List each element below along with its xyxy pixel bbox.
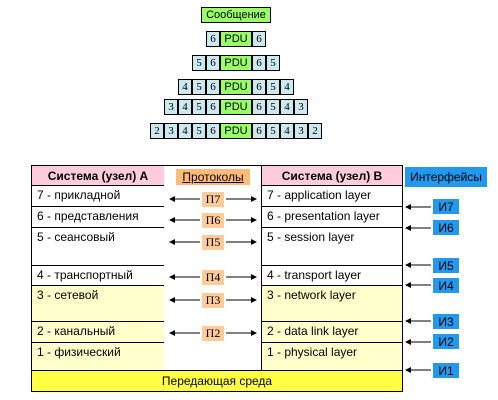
trailer-number-right: 6 [252,123,266,139]
trailer-number-right: 5 [266,55,280,71]
pdu-label: PDU [220,79,252,95]
protocol-p2: П2 [202,326,224,341]
protocol-p7: П7 [202,192,224,207]
trailer-number-right: 5 [266,123,280,139]
pdu-label: PDU [220,123,252,139]
system-a-layer-6: 6 - представления [32,207,164,228]
trailer-number-right: 6 [252,31,266,47]
trailer-number-right: 4 [280,79,294,95]
trailer-number-right: 5 [266,99,280,115]
interface-i6: И6 [433,220,459,235]
header-number-left: 5 [192,79,206,95]
header-number-left: 4 [178,99,192,115]
system-a-layer-4: 4 - транспортный [32,266,164,286]
system-b-layer-4: 4 - transport layer [262,266,402,286]
header-number-left: 6 [206,123,220,139]
header-number-left: 5 [192,55,206,71]
trailer-number-right: 2 [308,123,322,139]
interface-i3: И3 [433,314,459,329]
system-b-layer-3: 3 - network layer [262,286,402,322]
interface-i4: И4 [433,278,459,293]
system-a-layer-1: 1 - физический [32,343,164,370]
system-b-layer-2: 2 - data link layer [262,322,402,343]
transmission-medium: Передающая среда [31,370,403,392]
header-number-left: 4 [178,79,192,95]
system-b-title: Система (узел) В [262,166,402,186]
system-a-layer-7: 7 - прикладной [32,186,164,207]
trailer-number-right: 3 [294,123,308,139]
trailer-number-right: 6 [252,99,266,115]
interface-i1: И1 [433,363,459,378]
header-number-left: 3 [164,99,178,115]
system-b-layer-5: 5 - session layer [262,228,402,266]
protocol-arrows [169,196,257,336]
protocol-p5: П5 [202,235,224,250]
header-number-left: 6 [206,79,220,95]
trailer-number-right: 4 [280,99,294,115]
header-number-left: 4 [178,123,192,139]
message-label: Сообщение [201,7,271,23]
trailer-number-right: 3 [294,99,308,115]
interface-i2: И2 [433,334,459,349]
trailer-number-right: 4 [280,123,294,139]
system-a-layer-3: 3 - сетевой [32,286,164,322]
pdu-label: PDU [220,99,252,115]
interface-i7: И7 [433,199,459,214]
protocol-p6: П6 [202,213,224,228]
protocols-title: Протоколы [176,169,250,185]
interfaces-title: Интерфейсы [405,167,487,187]
system-b-layer-7: 7 - application layer [262,186,402,207]
system-a-layer-2: 2 - канальный [32,322,164,343]
system-a-layer-5: 5 - сеансовый [32,228,164,266]
header-number-left: 5 [192,99,206,115]
trailer-number-right: 6 [252,55,266,71]
header-number-left: 6 [206,31,220,47]
system-a-column: Система (узел) А 7 - прикладной 6 - пред… [31,165,165,371]
interface-i5: И5 [433,258,459,273]
system-b-column: Система (узел) В 7 - application layer 6… [261,165,403,371]
pdu-label: PDU [220,55,252,71]
header-number-left: 5 [192,123,206,139]
header-number-left: 6 [206,99,220,115]
header-number-left: 3 [164,123,178,139]
trailer-number-right: 5 [266,79,280,95]
interface-arrows [405,204,431,373]
trailer-number-right: 6 [252,79,266,95]
header-number-left: 2 [150,123,164,139]
protocol-p4: П4 [202,270,224,285]
system-a-title: Система (узел) А [32,166,164,186]
system-b-layer-6: 6 - presentation layer [262,207,402,228]
pdu-label: PDU [220,31,252,47]
header-number-left: 6 [206,55,220,71]
protocol-p3: П3 [202,293,224,308]
system-b-layer-1: 1 - physical layer [262,343,402,370]
